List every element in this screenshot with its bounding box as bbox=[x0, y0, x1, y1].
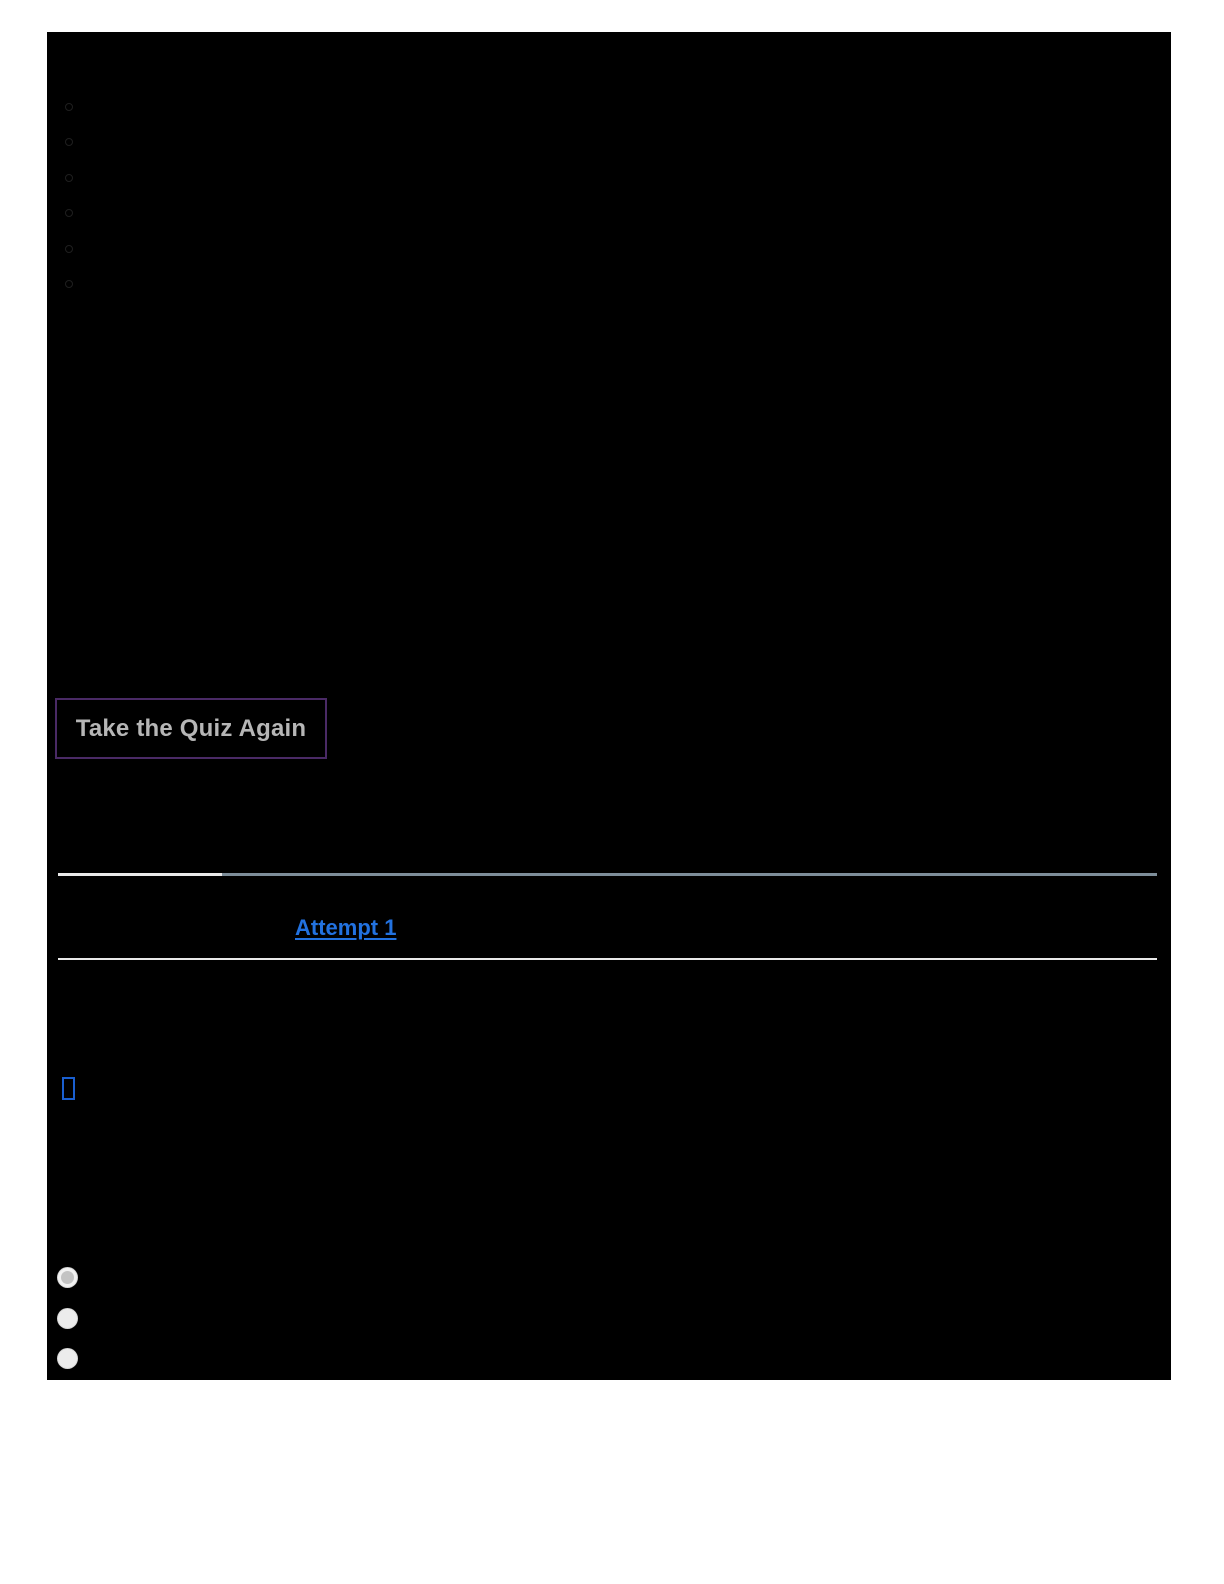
answer-option[interactable] bbox=[47, 1257, 1171, 1298]
circle-bullet-icon bbox=[65, 102, 73, 111]
list-item bbox=[47, 126, 1171, 162]
quiz-results-card: Take the Quiz Again Attempt 1 bbox=[47, 32, 1171, 1380]
attempt-tabs-divider bbox=[58, 873, 1157, 876]
circle-bullet-icon bbox=[65, 209, 73, 218]
list-item bbox=[47, 197, 1171, 233]
answer-option[interactable] bbox=[47, 1298, 1171, 1339]
attempt-tabs-active-indicator bbox=[58, 873, 222, 876]
circle-bullet-icon bbox=[65, 138, 73, 147]
attempt-1-link[interactable]: Attempt 1 bbox=[295, 915, 397, 940]
circle-bullet-icon bbox=[65, 280, 73, 289]
radio-button-icon[interactable] bbox=[58, 1308, 77, 1328]
list-item bbox=[47, 232, 1171, 268]
circle-bullet-icon bbox=[65, 244, 73, 253]
radio-button-icon[interactable] bbox=[58, 1349, 77, 1369]
take-quiz-again-button[interactable]: Take the Quiz Again bbox=[55, 698, 327, 759]
answer-options-group bbox=[47, 1257, 1171, 1379]
take-quiz-again-label: Take the Quiz Again bbox=[75, 714, 307, 742]
list-item bbox=[47, 268, 1171, 304]
circle-bullet-icon bbox=[65, 173, 73, 182]
list-item bbox=[47, 161, 1171, 197]
radio-button-icon[interactable] bbox=[58, 1268, 77, 1288]
missing-glyph-box-icon bbox=[62, 1077, 75, 1100]
answer-option[interactable] bbox=[47, 1338, 1171, 1379]
results-summary-list bbox=[47, 90, 1171, 303]
list-item bbox=[47, 90, 1171, 126]
attempts-bottom-divider bbox=[58, 958, 1157, 960]
